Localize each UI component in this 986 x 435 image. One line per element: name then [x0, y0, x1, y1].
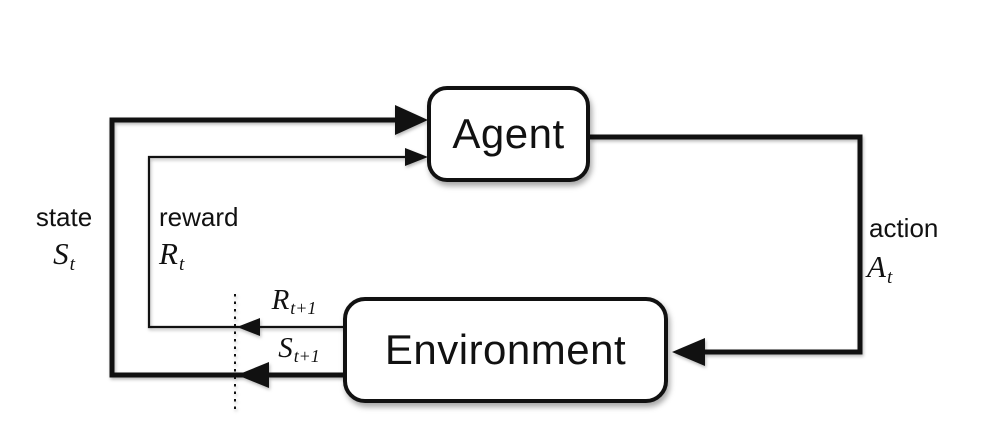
state-loop-line: [109, 117, 397, 378]
state-symbol-label: St: [16, 236, 112, 274]
action-arrowhead-icon: [672, 338, 705, 366]
environment-node: Environment: [343, 297, 668, 403]
agent-node: Agent: [427, 86, 590, 182]
reward-symbol-subscript: t: [178, 253, 185, 275]
reward-word-label: reward: [159, 202, 239, 232]
action-symbol-label: At: [867, 249, 892, 287]
reward-symbol-base: R: [159, 236, 178, 271]
action-symbol-base: A: [867, 249, 886, 284]
next-reward-symbol-label: Rt+1: [260, 284, 328, 319]
state-symbol-subscript: t: [69, 253, 75, 275]
next-reward-symbol-base: R: [271, 284, 290, 316]
state-arrowhead-icon: [395, 105, 428, 135]
next-state-arrowhead-icon: [237, 362, 269, 388]
action-word-label: action: [869, 213, 939, 243]
next-reward-symbol-subscript: t+1: [290, 298, 317, 319]
next-state-symbol-subscript: t+1: [293, 346, 320, 367]
state-word-label: state: [35, 202, 93, 232]
reward-arrowhead-icon: [405, 148, 428, 166]
next-state-symbol-label: St+1: [265, 332, 333, 367]
next-reward-arrowhead-icon: [237, 318, 260, 336]
environment-node-label: Environment: [384, 326, 627, 373]
reward-symbol-label: Rt: [159, 236, 184, 274]
action-loop-line: [590, 134, 863, 355]
agent-node-label: Agent: [452, 110, 565, 157]
next-state-symbol-base: S: [278, 332, 293, 364]
action-symbol-subscript: t: [886, 266, 893, 288]
state-symbol-base: S: [53, 236, 69, 271]
